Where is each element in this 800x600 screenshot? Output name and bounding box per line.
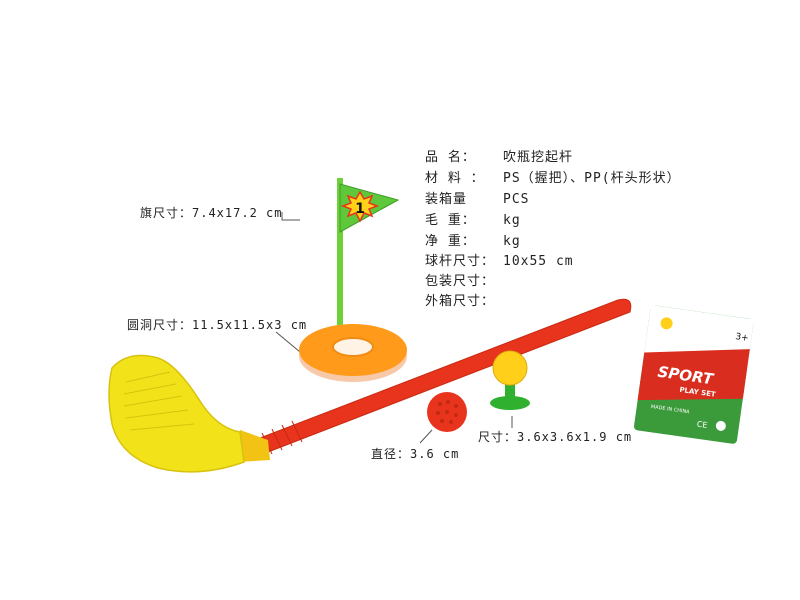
card-red-band <box>637 349 750 401</box>
golf-ball-dimples <box>436 400 458 424</box>
spec-name: 品 名：吹瓶挖起杆 <box>425 150 574 165</box>
spec-club-size: 球杆尺寸：10x55 cm <box>425 254 574 269</box>
card-age: 3+ <box>735 332 750 344</box>
card-cert-icon <box>715 420 726 431</box>
spec-gross-weight: 毛 重：kg <box>425 213 521 228</box>
tee-ball <box>492 350 528 386</box>
hole-size-label: 圆洞尺寸：11.5x11.5x3 cm <box>127 318 308 332</box>
retail-card: 3+ SPORT PLAY SET MADE IN CHINA CE <box>633 305 754 444</box>
flag-leader-line <box>281 212 300 221</box>
club-head <box>108 354 245 473</box>
flag-size-label: 旗尺寸：7.4x17.2 cm <box>140 206 283 220</box>
spec-material: 材 料 ：PS（握把）、PP(杆头形状） <box>425 171 681 186</box>
tee-stem <box>505 382 515 402</box>
hole-leader-line <box>275 331 301 353</box>
svg-text:CE: CE <box>696 420 708 430</box>
club-neck <box>238 430 270 462</box>
spec-carton-size: 外箱尺寸： <box>425 294 496 309</box>
club-face-grooves <box>123 371 195 431</box>
spec-package-size: 包装尺寸： <box>425 274 496 289</box>
golf-hole-opening <box>332 337 374 357</box>
spec-net-weight: 净 重：kg <box>425 234 521 249</box>
club-shaft <box>255 299 631 452</box>
ball-diameter-label: 直径：3.6 cm <box>371 447 460 461</box>
tee-size-label: 尺寸：3.6x3.6x1.9 cm <box>478 430 633 444</box>
flag-number: 1 <box>355 201 365 217</box>
ball-leader-line <box>419 429 433 444</box>
flag-pole <box>337 178 343 326</box>
card-logo-icon <box>660 317 673 330</box>
flag-burst <box>340 190 380 223</box>
tee-base <box>490 396 530 410</box>
card-made-in: MADE IN CHINA <box>650 404 690 415</box>
